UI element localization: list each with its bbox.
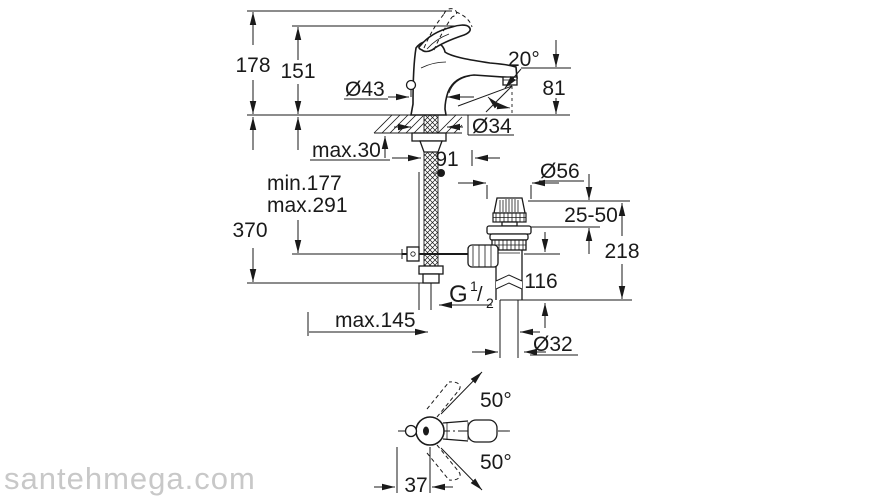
- dim-total-height-label: 178: [235, 54, 270, 77]
- handle-raised-outline: [423, 8, 473, 51]
- dim-overall-depth-label: 370: [232, 219, 267, 242]
- dim-rod-reach-label: max.145: [335, 309, 416, 332]
- mounting-nut: [419, 140, 443, 153]
- pop-up-knob: [405, 79, 417, 91]
- swing-down-line: [440, 447, 483, 491]
- thread-size-numerator: 1: [470, 278, 478, 294]
- dim-deck-thickness-label: max.30: [312, 139, 381, 162]
- thread-size-letter: G: [449, 281, 468, 308]
- dim-waste-flange-label: Ø56: [540, 160, 580, 183]
- dim-handle-width-label: 37: [404, 474, 427, 497]
- dim-spout-reach-label: 91: [435, 148, 458, 171]
- dim-tailpipe-length-label: 116: [524, 270, 557, 293]
- dim-waste-height-label: 218: [604, 240, 639, 263]
- handle-rotated-outline: [426, 381, 461, 481]
- waste-flange: [486, 225, 532, 235]
- dim-base-diameter-label: Ø43: [345, 78, 385, 101]
- rod-pivot-knob: [437, 169, 445, 177]
- handle-lever-top: [467, 419, 498, 443]
- dim-hose-min-label: min.177: [267, 172, 342, 195]
- counter-hatching: [373, 114, 463, 134]
- reference-lines: [247, 10, 632, 493]
- dim-spray-angle-label: 20°: [508, 48, 540, 71]
- dim-waste-pipe-label: Ø32: [533, 333, 573, 356]
- drain-assembly: [467, 197, 532, 300]
- faucet-handle: [418, 24, 471, 53]
- handle-top-view: [398, 371, 512, 491]
- thread-size-slash: /: [477, 284, 483, 306]
- linkage-clamp: [406, 246, 420, 262]
- handle-knob-top: [404, 424, 418, 438]
- dim-swing-up-label: 50°: [480, 389, 512, 412]
- aerator: [502, 76, 518, 86]
- dim-mounting-range-label: 25-50: [564, 204, 618, 227]
- rod-joint-nut: [467, 244, 499, 268]
- dim-hose-max-label: max.291: [267, 194, 348, 217]
- handle-cap-top: [415, 416, 445, 446]
- thread-size-denominator: 2: [486, 295, 494, 311]
- mounting-washer: [411, 132, 447, 142]
- dim-handle-height-label: 151: [280, 60, 315, 83]
- hose-nut: [418, 265, 444, 275]
- watermark: santehmega.com: [4, 461, 256, 496]
- dim-spout-height-label: 81: [542, 77, 565, 100]
- dim-hole-diameter-label: Ø34: [472, 115, 512, 138]
- swing-up-line: [440, 371, 483, 415]
- faucet-side-view: [401, 8, 518, 284]
- dimension-labels: 178 151 Ø43 20° 81 Ø34 max.30 91 min.177…: [232, 48, 639, 497]
- faucet-body: [410, 39, 518, 116]
- dimension-arrows: [249, 12, 626, 491]
- spray-angle-construct: [457, 85, 513, 114]
- waste-plug-cap: [493, 197, 526, 214]
- supply-hose: [423, 99, 439, 269]
- dim-swing-down-label: 50°: [480, 451, 512, 474]
